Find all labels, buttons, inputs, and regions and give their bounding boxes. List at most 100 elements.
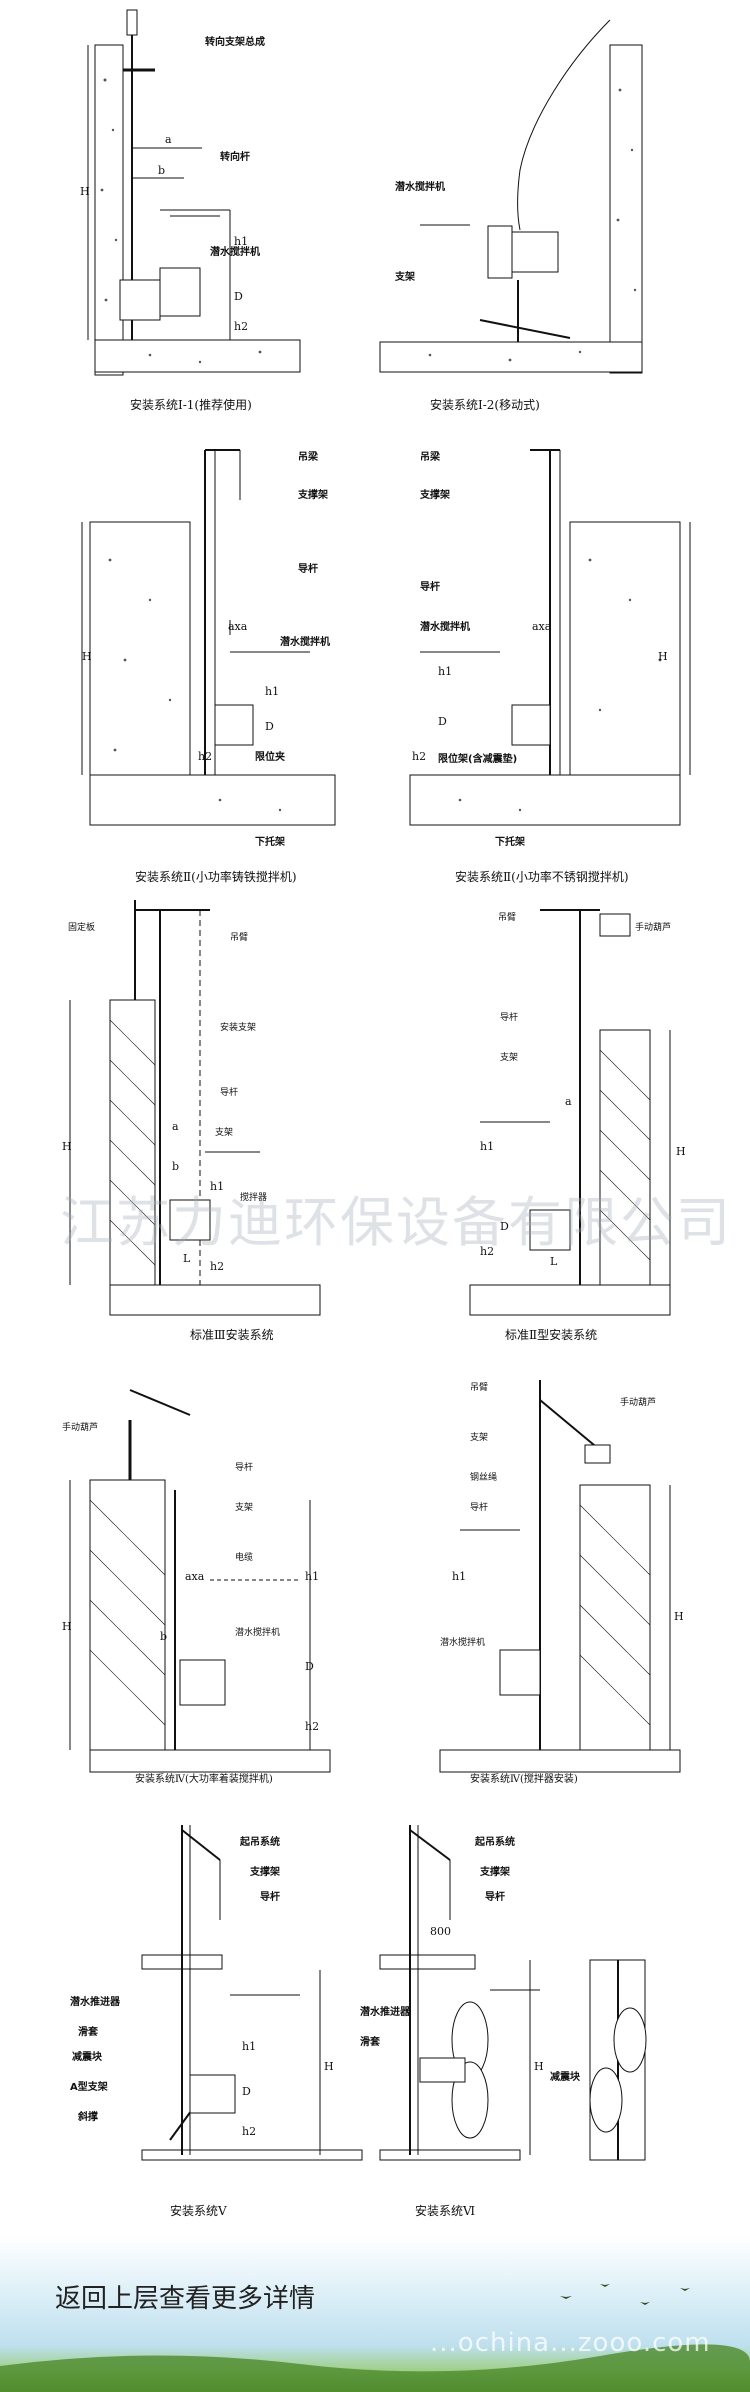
label-damper: 减震块 — [550, 2070, 581, 2083]
label-guide-rod: 导杆 — [500, 1011, 518, 1023]
label-support-frame: 支撑架 — [297, 488, 328, 501]
caption-standard-3: 标准Ⅲ安装系统 — [190, 1328, 274, 1342]
label-limit-frame: 限位架(含减震垫) — [438, 752, 517, 765]
dim-D: D — [500, 1220, 509, 1233]
label-a-frame: A型支架 — [70, 2080, 108, 2093]
diagram-panel-system-1-1: H a b h1 D h2 转向支架总成 转向杆 潜水搅拌机 安装系统Ⅰ-1(推… — [80, 0, 305, 420]
label-brace: 斜撑 — [77, 2110, 98, 2123]
dim-h1: h1 — [438, 665, 452, 678]
dim-h1: h1 — [480, 1140, 494, 1153]
caption-system-2-stainless: 安装系统Ⅱ(小功率不锈钢搅拌机) — [455, 870, 629, 884]
label-lifting-system: 起吊系统 — [239, 1835, 280, 1848]
label-bracket: 支架 — [235, 1501, 253, 1513]
caption-system-5: 安装系统Ⅴ — [170, 2204, 227, 2218]
label-hand-hoist: 手动葫芦 — [62, 1421, 98, 1433]
dim-axa: axa — [228, 620, 248, 633]
diagram-panel-system-1-2: 潜水搅拌机 支架 安装系统Ⅰ-2(移动式) — [370, 0, 670, 420]
dim-h2: h2 — [305, 1720, 319, 1733]
label-slide-sleeve: 滑套 — [360, 2035, 381, 2048]
dim-h2: h2 — [412, 750, 426, 763]
dim-D: D — [438, 715, 447, 728]
label-steering-rod: 转向杆 — [220, 150, 250, 163]
label-mixer: 潜水搅拌机 — [420, 620, 470, 633]
diagram-panel-standard-3: H a b h1 h2 L 固定板 吊臂 安装支架 导杆 支架 搅拌器 标准Ⅲ安… — [60, 890, 330, 1345]
dim-D: D — [234, 290, 243, 303]
caption-system-1-1: 安装系统Ⅰ-1(推荐使用) — [130, 398, 252, 412]
dim-H: H — [534, 2060, 544, 2073]
dim-b: b — [172, 1160, 179, 1173]
diagram-panel-system-4-large: H axa b h1 D h2 手动葫芦 导杆 支架 电缆 潜水搅拌机 安装系统… — [60, 1370, 340, 1790]
label-propeller: 潜水推进器 — [360, 2005, 411, 2018]
dim-L: L — [183, 1252, 191, 1265]
dim-h1: h1 — [265, 685, 279, 698]
label-mixer: 潜水搅拌机 — [395, 180, 445, 193]
drawing-system-6: 800 H 起吊系统 支撑架 导杆 潜水推进器 滑套 减震块 — [360, 1825, 647, 2161]
label-lower-bracket: 下托架 — [495, 835, 525, 848]
label-fixing-plate: 固定板 — [68, 921, 95, 933]
label-mixer: 潜水搅拌机 — [440, 1636, 485, 1648]
drawing-system-2-stainless: H axa h1 D h2 吊梁 支撑架 导杆 潜水搅拌机 限位架(含减震垫) … — [409, 449, 691, 848]
label-bracket: 支架 — [500, 1051, 518, 1063]
label-limit-clamp: 限位夹 — [255, 750, 285, 763]
label-guide-rod: 导杆 — [220, 1086, 238, 1098]
dim-h2: h2 — [234, 320, 248, 333]
dim-axa: axa — [185, 1570, 205, 1583]
label-hand-hoist: 手动葫芦 — [620, 1396, 656, 1408]
caption-system-4-large: 安装系统Ⅳ(大功率着装搅拌机) — [135, 1774, 273, 1785]
label-wire-rope: 钢丝绳 — [470, 1471, 497, 1483]
label-boom: 吊臂 — [470, 1381, 488, 1393]
company-watermark: 江苏力迪环保设备有限公司 — [60, 1191, 732, 1254]
dim-H: H — [324, 2060, 334, 2073]
drawing-system-1-2: 潜水搅拌机 支架 — [379, 19, 643, 374]
dim-D: D — [305, 1660, 314, 1673]
label-slide-sleeve: 滑套 — [78, 2025, 99, 2038]
drawing-system-1-1: H a b h1 D h2 转向支架总成 转向杆 潜水搅拌机 — [80, 9, 301, 376]
caption-system-1-2: 安装系统Ⅰ-2(移动式) — [430, 398, 540, 412]
label-support-frame: 支撑架 — [249, 1865, 280, 1878]
dim-h2: h2 — [242, 2125, 256, 2138]
diagram-panel-system-6: 800 H 起吊系统 支撑架 导杆 潜水推进器 滑套 减震块 安装系统Ⅵ — [360, 1810, 720, 2220]
dim-b: b — [160, 1630, 167, 1643]
label-support-frame: 支撑架 — [419, 488, 450, 501]
drawing-system-4-large: H axa b h1 D h2 手动葫芦 导杆 支架 电缆 潜水搅拌机 — [62, 1389, 331, 1773]
drawing-system-2-cast-iron: H axa h1 D h2 吊梁 支撑架 导杆 潜水搅拌机 限位夹 下托架 — [81, 449, 336, 848]
label-bracket: 支架 — [215, 1126, 233, 1138]
label-guide-rod: 导杆 — [298, 562, 318, 575]
diagram-panel-system-2-cast-iron: H axa h1 D h2 吊梁 支撑架 导杆 潜水搅拌机 限位夹 下托架 安装… — [80, 430, 340, 890]
label-mixer: 潜水搅拌机 — [210, 245, 260, 258]
label-damper: 减震块 — [72, 2050, 103, 2063]
dim-D: D — [242, 2085, 251, 2098]
label-cable: 电缆 — [235, 1551, 253, 1563]
dim-h1: h1 — [234, 235, 248, 248]
back-to-parent-link[interactable]: 返回上层查看更多详情 — [55, 2284, 316, 2314]
dim-h2: h2 — [480, 1245, 494, 1258]
label-guide-rod: 导杆 — [470, 1501, 488, 1513]
diagram-panel-system-5: H h1 h2 D 起吊系统 支撑架 导杆 潜水推进器 滑套 减震块 A型支架 … — [60, 1810, 380, 2220]
drawing-system-5: H h1 h2 D 起吊系统 支撑架 导杆 潜水推进器 滑套 减震块 A型支架 … — [70, 1825, 363, 2161]
label-guide-rod: 导杆 — [235, 1461, 253, 1473]
label-lifting-system: 起吊系统 — [474, 1835, 515, 1848]
label-boom: 吊臂 — [230, 931, 248, 943]
label-bracket: 支架 — [394, 270, 415, 283]
label-boom: 吊臂 — [498, 911, 516, 923]
label-guide-rod: 导杆 — [485, 1890, 505, 1903]
dim-a: a — [565, 1095, 572, 1108]
drawing-system-4-agitator: H h1 吊臂 手动葫芦 支架 钢丝绳 导杆 潜水搅拌机 — [439, 1380, 684, 1773]
dim-h2: h2 — [210, 1260, 224, 1273]
diagram-panel-standard-2: H a h1 h2 D L 吊臂 手动葫芦 导杆 支架 标准Ⅱ型安装系统 — [440, 890, 710, 1345]
site-watermark: ...ochina...zooo.com — [430, 2328, 711, 2358]
dim-H: H — [80, 185, 90, 198]
dim-800: 800 — [430, 1925, 451, 1938]
diagram-panel-system-2-stainless: H axa h1 D h2 吊梁 支撑架 导杆 潜水搅拌机 限位架(含减震垫) … — [400, 430, 700, 890]
dim-L: L — [550, 1255, 558, 1268]
label-hoist-beam: 吊梁 — [298, 450, 319, 463]
diagram-panel-system-4-agitator: H h1 吊臂 手动葫芦 支架 钢丝绳 导杆 潜水搅拌机 安装系统Ⅳ(搅拌器安装… — [430, 1370, 720, 1790]
dim-H: H — [676, 1145, 686, 1158]
label-mount-bracket: 安装支架 — [220, 1021, 256, 1033]
dim-h1: h1 — [242, 2040, 256, 2053]
grass-decoration — [0, 2284, 750, 2392]
dim-h2: h2 — [198, 750, 212, 763]
drawing-standard-2: H a h1 h2 D L 吊臂 手动葫芦 导杆 支架 — [469, 909, 686, 1316]
dim-H: H — [62, 1620, 72, 1633]
caption-system-2-cast-iron: 安装系统Ⅱ(小功率铸铁搅拌机) — [135, 870, 297, 884]
